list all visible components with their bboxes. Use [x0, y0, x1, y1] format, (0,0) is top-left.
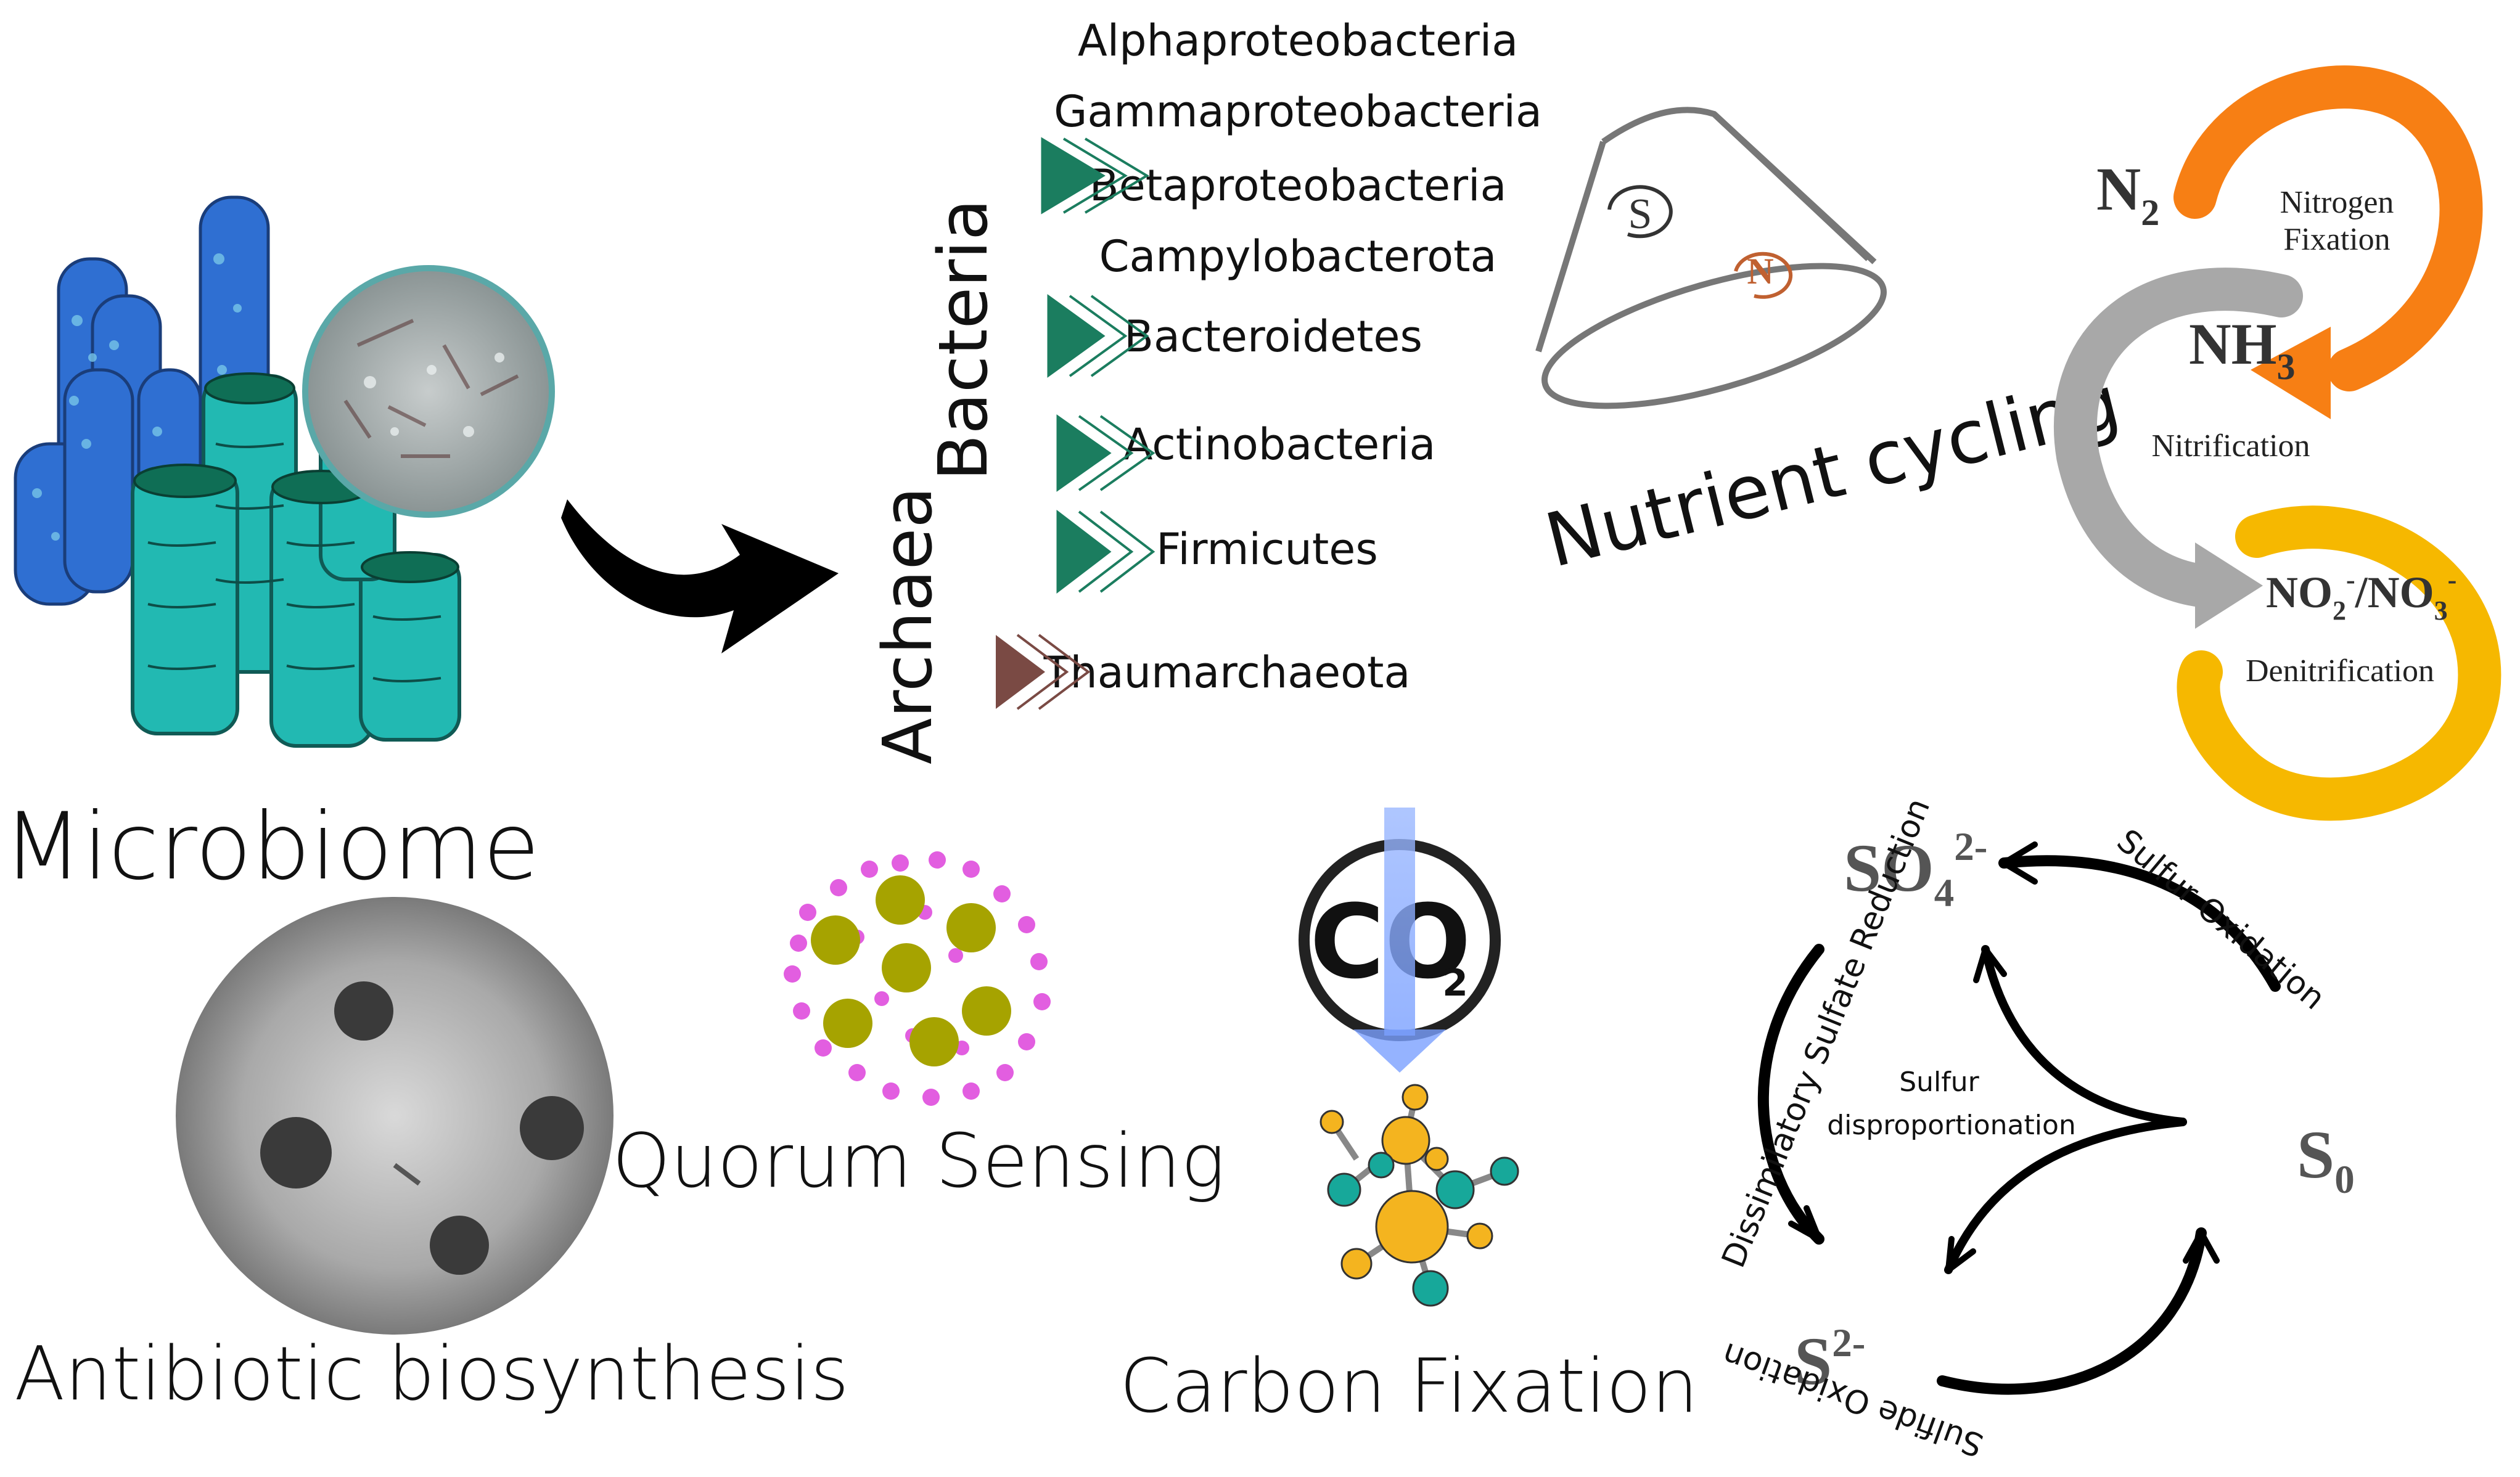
so4-label: SO	[1844, 830, 1934, 906]
so4-superscript: 2-	[1954, 825, 1987, 869]
domain-archaea-label: Archaea	[868, 486, 947, 764]
taxon-label: Campylobacterota	[1099, 231, 1497, 282]
co2-subscript: 2	[1442, 962, 1468, 1005]
microbiome-label: Microbiome	[3, 793, 540, 901]
nh3-subscript: 3	[2277, 346, 2296, 387]
disproportionation-label: Sulfur	[1899, 1066, 1979, 1098]
n2-label: N	[2096, 155, 2141, 223]
svg-text:SO42-: SO42-	[1844, 825, 1987, 915]
co2-icon: CO 2	[1299, 808, 1501, 1073]
taxon-label: Firmicutes	[1156, 524, 1378, 575]
no3-superscript: -	[2448, 565, 2457, 595]
no3-subscript: 3	[2434, 595, 2448, 626]
denitrification-label: Denitrification	[2246, 653, 2434, 689]
s0-label: S	[2297, 1117, 2334, 1192]
taxon-label: Actinobacteria	[1123, 419, 1436, 470]
nh3-label: NH	[2189, 311, 2277, 377]
svg-text:S2-: S2-	[1794, 1321, 1865, 1399]
nitrogen-fixation-label: Nitrogen	[2280, 185, 2394, 220]
nitrification-label: Nitrification	[2151, 428, 2310, 464]
sulfur-cycle: SO42- S0 S2- Sulfur Oxidation Dissimilat…	[1715, 793, 2354, 1463]
no3-label: /NO	[2355, 568, 2434, 617]
s0-subscript: 0	[2334, 1158, 2355, 1202]
taxon-label: Thaumarchaeota	[1043, 647, 1411, 698]
nitrogen-cycle: N2 NH3 NO2-/NO3- Nitrogen Fixation Nitri…	[2054, 65, 2502, 821]
svg-text:NO2-/NO3-: NO2-/NO3-	[2266, 565, 2456, 626]
petri-dish-illustration	[176, 897, 614, 1335]
antibiotic-biosynthesis-label: Antibiotic biosynthesis	[14, 1332, 849, 1417]
nitrogen-fixation-label-line2: Fixation	[2283, 222, 2390, 257]
svg-text:S0: S0	[2297, 1117, 2355, 1202]
sulfur-cycle-icon: S	[1628, 190, 1652, 238]
flow-arrow-icon	[561, 499, 839, 653]
s2-superscript: 2-	[1832, 1321, 1865, 1365]
n2-subscript: 2	[2141, 192, 2159, 233]
taxon-label: Bacteroidetes	[1124, 311, 1422, 362]
nutrient-cone-illustration: S N	[1535, 107, 1887, 409]
svg-text:N2: N2	[2096, 155, 2159, 233]
so4-subscript: 4	[1934, 871, 1955, 915]
sulfate-reduction-label: Dissimilatory Sulfate Reduction	[1715, 793, 1937, 1273]
bullet-triangles	[996, 137, 1155, 710]
taxon-label: Alphaproteobacteria	[1078, 15, 1518, 66]
quorum-cluster-illustration	[784, 851, 1051, 1106]
quorum-sensing-label: Quorum Sensing	[612, 1119, 1225, 1205]
molecule-icon	[1320, 1084, 1519, 1307]
carbon-fixation-label: Carbon Fixation	[1120, 1344, 1699, 1430]
svg-text:NH3: NH3	[2189, 311, 2296, 387]
s2-label: S	[1794, 1324, 1832, 1399]
no2-superscript: -	[2346, 565, 2355, 595]
no2-subscript: 2	[2333, 595, 2346, 626]
taxonomy-panel: Bacteria Archaea Alphaproteobacteria Gam…	[868, 15, 1542, 764]
taxon-label: Betaproteobacteria	[1090, 160, 1507, 211]
taxon-label: Gammaproteobacteria	[1054, 86, 1542, 137]
no2-label: NO	[2266, 568, 2333, 617]
disproportionation-label-line2: disproportionation	[1827, 1110, 2076, 1141]
domain-bacteria-label: Bacteria	[924, 199, 1003, 481]
microscope-image-icon	[302, 265, 555, 518]
sulfur-oxidation-label: Sulfur Oxidation	[2110, 822, 2332, 1017]
